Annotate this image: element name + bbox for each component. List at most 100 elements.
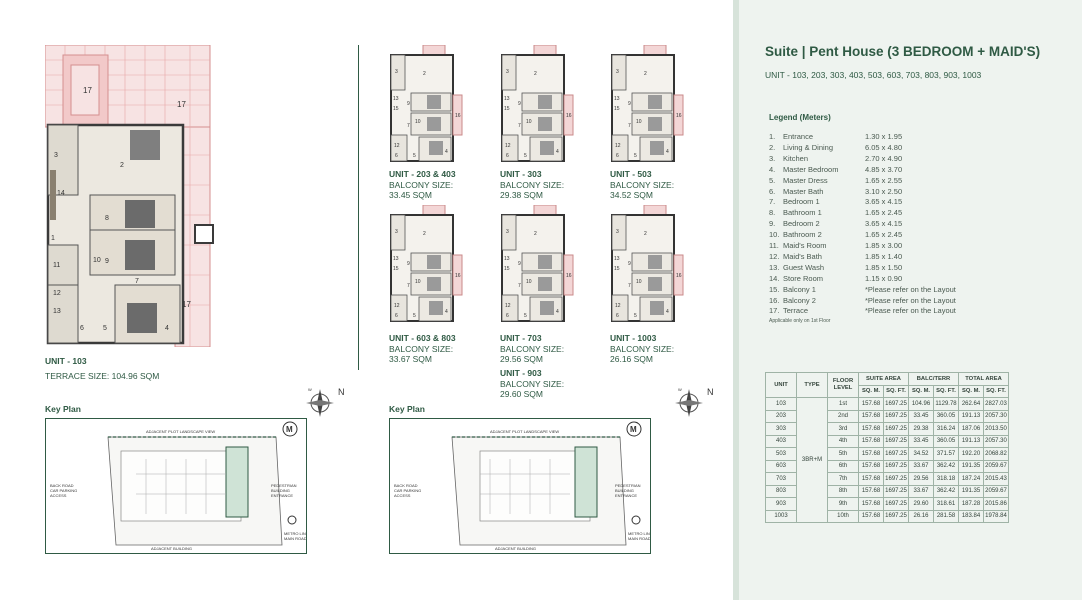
svg-text:4: 4 <box>556 309 559 315</box>
svg-text:2: 2 <box>644 231 647 237</box>
svg-text:10: 10 <box>526 119 532 125</box>
table-cell: 360.05 <box>933 409 959 423</box>
th-sqm: SQ. M. <box>908 384 934 398</box>
table-cell: 1697.25 <box>883 409 909 423</box>
legend-number: 13. <box>769 262 780 272</box>
table-cell: 2015.86 <box>983 497 1009 511</box>
table-cell: 191.35 <box>958 459 984 473</box>
table-cell: 281.58 <box>933 509 959 523</box>
svg-text:2: 2 <box>423 231 426 237</box>
legend-item: 15.Balcony 1*Please refer on the Layout <box>769 285 956 294</box>
svg-text:13: 13 <box>614 256 620 262</box>
svg-text:13: 13 <box>393 256 399 262</box>
kp-metro: METRO LINEMAIN ROAD <box>284 531 306 541</box>
svg-text:16: 16 <box>676 273 682 279</box>
compass-icon: N W <box>306 387 345 417</box>
legend-number: 8. <box>769 208 776 218</box>
room-number: 9 <box>105 258 109 265</box>
legend-value: 6.05 x 4.80 <box>865 142 903 152</box>
legend-value: 1.30 x 1.95 <box>865 132 903 141</box>
legend-label: Guest Wash <box>783 262 824 272</box>
svg-text:2: 2 <box>534 231 537 237</box>
legend-value: 1.85 x 3.00 <box>865 241 903 250</box>
svg-text:13: 13 <box>504 96 510 102</box>
table-cell: 33.67 <box>908 484 934 498</box>
table-cell: 33.67 <box>908 459 934 473</box>
svg-text:9: 9 <box>628 261 631 267</box>
table-cell: 29.60 <box>908 497 934 511</box>
small-plan-unit: UNIT - 603 & 803 <box>389 333 456 343</box>
cell-unit: 303 <box>765 422 797 436</box>
svg-text:12: 12 <box>615 143 621 149</box>
th-total: TOTAL AREA <box>958 372 1009 386</box>
legend-value: *Please refer on the Layout <box>865 306 956 316</box>
table-cell: 2057.30 <box>983 409 1009 423</box>
svg-text:3: 3 <box>506 69 509 75</box>
svg-text:4: 4 <box>666 309 669 315</box>
north-label: N <box>338 387 345 397</box>
svg-text:9: 9 <box>628 101 631 107</box>
th-unit: UNIT <box>765 372 797 398</box>
legend-number: 10. <box>769 230 780 240</box>
table-cell: 192.20 <box>958 447 984 461</box>
legend-value: *Please refer on the Layout <box>865 284 956 294</box>
th-suite: SUITE AREA <box>858 372 909 386</box>
table-cell: 33.45 <box>908 409 934 423</box>
svg-text:10: 10 <box>636 279 642 285</box>
west-label: W <box>308 387 312 392</box>
balcony-size-label: BALCONY SIZE: <box>610 344 675 354</box>
table-cell: 7th <box>827 472 859 486</box>
table-cell: 187.24 <box>958 472 984 486</box>
svg-text:15: 15 <box>504 106 510 112</box>
th-type: TYPE <box>796 372 828 398</box>
table-cell: 362.42 <box>933 459 959 473</box>
table-cell: 29.56 <box>908 472 934 486</box>
balcony-size: BALCONY SIZE:29.38 SQM <box>500 180 564 200</box>
balcony-size-value: 29.60 SQM <box>500 389 543 399</box>
room-number: 6 <box>80 325 84 332</box>
balcony-size-value: 33.45 SQM <box>389 190 432 200</box>
cell-unit: 903 <box>765 497 797 511</box>
legend-label: Master Bedroom <box>783 164 839 174</box>
svg-text:12: 12 <box>505 143 511 149</box>
table-cell: 3rd <box>827 422 859 436</box>
legend-label: Maid's Bath <box>783 251 822 261</box>
legend-label: Bedroom 2 <box>783 219 820 229</box>
legend-number: 17. <box>769 306 780 316</box>
svg-text:4: 4 <box>445 149 448 155</box>
balcony-size-label: BALCONY SIZE: <box>389 344 454 354</box>
cell-unit: 503 <box>765 447 797 461</box>
keyplan-title-2: Key Plan <box>389 404 425 414</box>
table-cell: 2059.67 <box>983 484 1009 498</box>
legend-title: Legend (Meters) <box>769 113 831 122</box>
svg-text:4: 4 <box>666 149 669 155</box>
svg-text:5: 5 <box>634 153 637 159</box>
svg-text:10: 10 <box>636 119 642 125</box>
kp-metro: METRO LINEMAIN ROAD <box>628 531 650 541</box>
table-cell: 187.06 <box>958 422 984 436</box>
table-cell: 1st <box>827 397 859 411</box>
table-cell: 2068.82 <box>983 447 1009 461</box>
svg-text:10: 10 <box>415 119 421 125</box>
legend-value: 1.15 x 0.90 <box>865 273 903 283</box>
table-cell: 1697.25 <box>883 497 909 511</box>
table-cell: 183.84 <box>958 509 984 523</box>
svg-text:7: 7 <box>628 283 631 289</box>
balcony-size: BALCONY SIZE:33.45 SQM <box>389 180 453 200</box>
